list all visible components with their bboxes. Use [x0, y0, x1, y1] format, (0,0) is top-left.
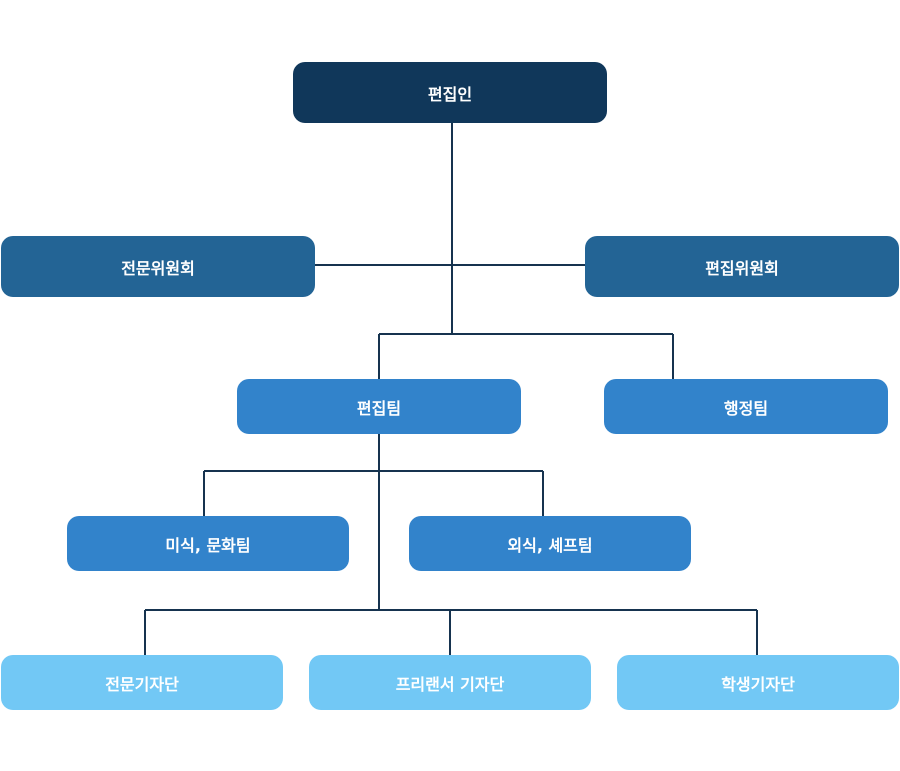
node-expert-committee-label: 전문위원회	[121, 258, 195, 278]
node-admin-team: 행정팀	[604, 379, 888, 434]
node-edit-committee: 편집위원회	[585, 236, 899, 297]
node-dining-chef-team-label: 외식, 셰프팀	[507, 535, 593, 555]
node-expert-reporters: 전문기자단	[1, 655, 283, 710]
node-editor-label: 편집인	[427, 84, 473, 104]
node-dining-chef-team: 외식, 셰프팀	[409, 516, 691, 571]
node-freelance-reporters: 프리랜서 기자단	[309, 655, 591, 710]
node-admin-team-label: 행정팀	[723, 398, 769, 418]
node-edit-team-label: 편집팀	[356, 398, 402, 418]
node-student-reporters-label: 학생기자단	[721, 674, 795, 694]
node-expert-reporters-label: 전문기자단	[105, 674, 179, 694]
node-gourmet-culture-team-label: 미식, 문화팀	[165, 535, 251, 555]
node-editor: 편집인	[293, 62, 607, 123]
node-freelance-reporters-label: 프리랜서 기자단	[395, 674, 505, 694]
node-student-reporters: 학생기자단	[617, 655, 899, 710]
node-edit-committee-label: 편집위원회	[705, 258, 779, 278]
node-edit-team: 편집팀	[237, 379, 521, 434]
node-expert-committee: 전문위원회	[1, 236, 315, 297]
node-gourmet-culture-team: 미식, 문화팀	[67, 516, 349, 571]
